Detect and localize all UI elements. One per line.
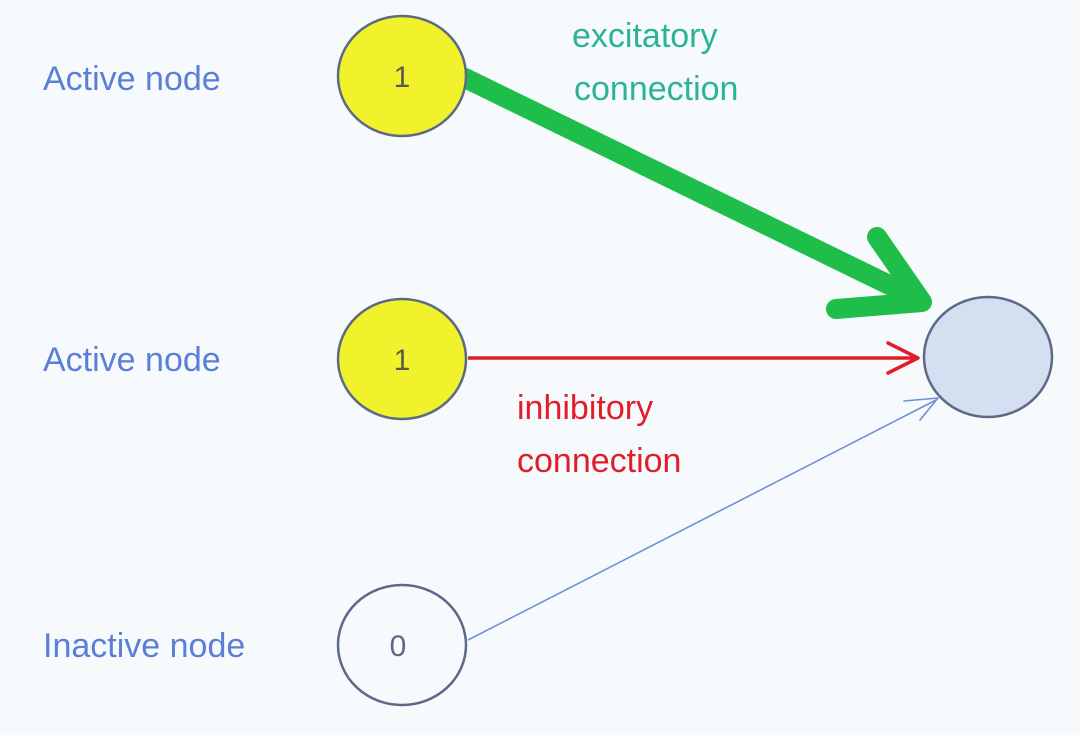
excitatory-label-line2: connection	[574, 70, 738, 108]
excitatory-label-line1: excitatory	[572, 17, 718, 55]
inactive-node-circle	[336, 583, 468, 707]
inactive-node: 0	[336, 583, 468, 707]
active-node-1: 1	[336, 14, 468, 138]
inactive-node-value: 0	[390, 630, 407, 663]
active-node-2-value: 1	[394, 344, 411, 377]
inhibitory-label-line1: inhibitory	[517, 389, 653, 427]
neutral-connection	[467, 397, 939, 641]
active-node-1-circle	[336, 14, 468, 138]
node-2-label: Active node	[43, 341, 221, 379]
excitatory-connection	[455, 68, 932, 319]
active-node-2: 1	[336, 297, 468, 421]
inhibitory-label-line2: connection	[517, 442, 681, 480]
node-3-label: Inactive node	[43, 627, 245, 665]
target-node	[922, 295, 1054, 419]
node-1-label: Active node	[43, 60, 221, 98]
active-node-1-value: 1	[394, 61, 411, 94]
active-node-2-circle	[336, 297, 468, 421]
inhibitory-connection	[468, 341, 920, 375]
